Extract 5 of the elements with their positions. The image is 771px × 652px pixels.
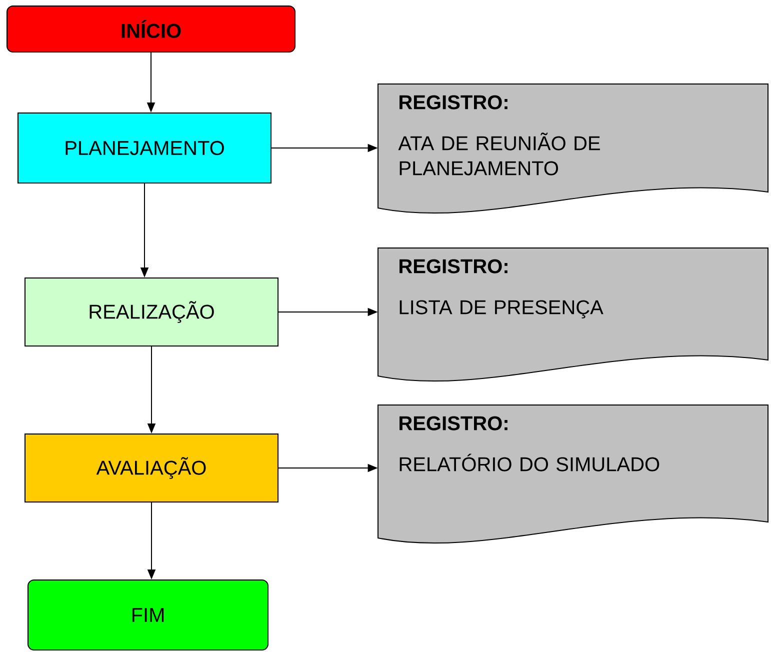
process-box: AVALIAÇÃO — [24, 434, 278, 502]
process-box: PLANEJAMENTO — [18, 112, 272, 184]
terminal-box: INÍCIO — [6, 6, 296, 52]
terminal-box: FIM — [28, 580, 268, 650]
process-box: REALIZAÇÃO — [24, 278, 278, 346]
